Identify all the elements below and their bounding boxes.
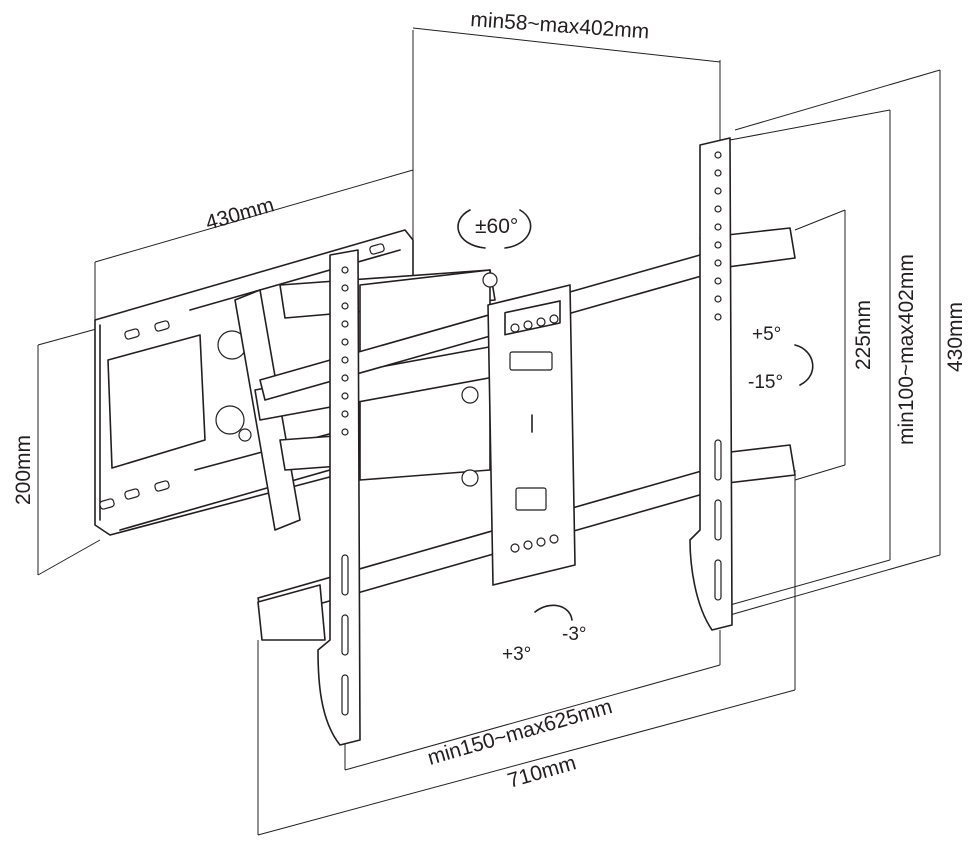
right-vertical-bracket xyxy=(689,137,733,631)
label-tilt-up: +5° xyxy=(752,324,781,345)
horizontal-rails xyxy=(257,227,796,641)
label-level-minus: -3° xyxy=(562,624,587,645)
label-tilt-down: -15° xyxy=(748,372,783,393)
rotation-arrows xyxy=(457,209,814,621)
label-horizontal-range: min150~max625mm xyxy=(425,695,615,770)
label-level-plus: +3° xyxy=(502,644,531,665)
label-total-width: 710mm xyxy=(505,751,579,792)
label-swivel: ±60° xyxy=(475,215,518,238)
adjustment-labels: ±60° +5° -15° +3° -3° xyxy=(475,215,783,665)
wall-plate-cutout xyxy=(107,334,206,469)
center-carriage xyxy=(487,284,576,586)
lower-rail xyxy=(257,469,711,621)
tilt-arrow-icon xyxy=(794,344,814,386)
dimension-lines xyxy=(37,27,941,836)
swivel-arrow-icon xyxy=(457,209,486,249)
left-vertical-bracket xyxy=(317,249,361,746)
label-rail-spacing: 225mm xyxy=(852,300,875,370)
label-top-width: min58~max402mm xyxy=(470,8,650,43)
label-plate-width: 430mm xyxy=(203,193,277,234)
label-vertical-range: min100~max402mm xyxy=(895,254,918,445)
label-plate-height: 200mm xyxy=(12,435,35,505)
level-arrow-icon xyxy=(534,604,573,621)
label-total-height: 430mm xyxy=(944,302,967,372)
